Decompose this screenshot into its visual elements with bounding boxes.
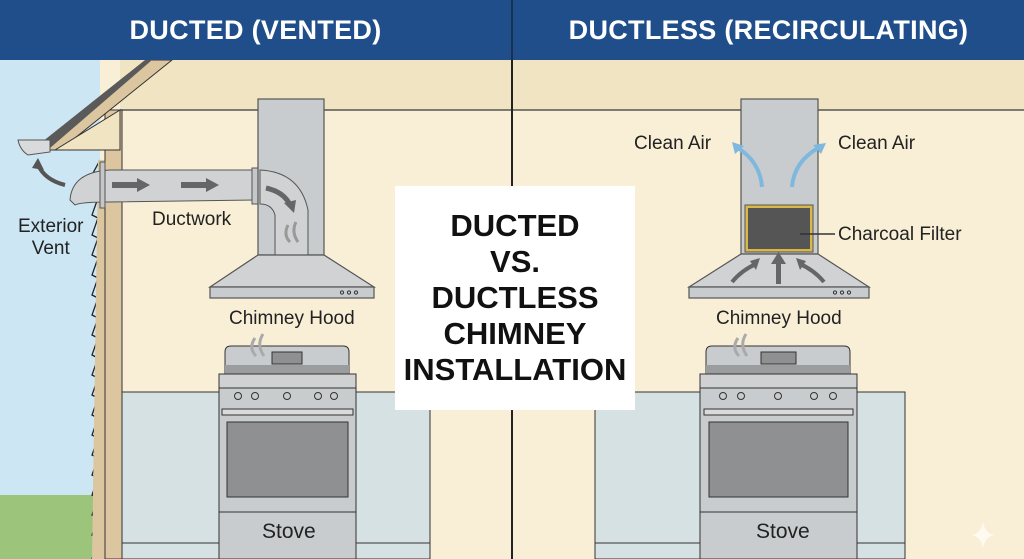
title-line-3: DUCTLESS — [431, 280, 599, 315]
label-stove-left: Stove — [262, 520, 316, 543]
title-line-4: CHIMNEY — [443, 316, 587, 351]
heading-ductless: DUCTLESS (RECIRCULATING) — [513, 0, 1024, 60]
title-line-1: DUCTED — [450, 208, 580, 243]
label-exterior-vent-line2: Vent — [31, 238, 70, 259]
title-line-2: VS. — [490, 244, 540, 279]
label-exterior-vent: Exterior Vent — [18, 216, 83, 260]
sparkle-icon — [972, 522, 994, 548]
label-clean-air-left: Clean Air — [634, 133, 712, 154]
label-stove-right: Stove — [756, 520, 810, 543]
label-chimney-hood-left: Chimney Hood — [229, 308, 355, 329]
label-ductwork: Ductwork — [152, 209, 232, 230]
title-line-5: INSTALLATION — [403, 352, 627, 387]
label-clean-air-right: Clean Air — [838, 133, 916, 154]
label-chimney-hood-right: Chimney Hood — [716, 308, 842, 329]
label-exterior-vent-line1: Exterior — [18, 216, 84, 237]
heading-ducted: DUCTED (VENTED) — [0, 0, 511, 60]
stove-left-graphic — [218, 333, 357, 559]
title-box: DUCTED VS. DUCTLESS CHIMNEY INSTALLATION — [395, 186, 635, 410]
stove-right-graphic — [699, 333, 858, 559]
label-charcoal-filter: Charcoal Filter — [838, 224, 962, 245]
header-divider — [511, 0, 513, 60]
